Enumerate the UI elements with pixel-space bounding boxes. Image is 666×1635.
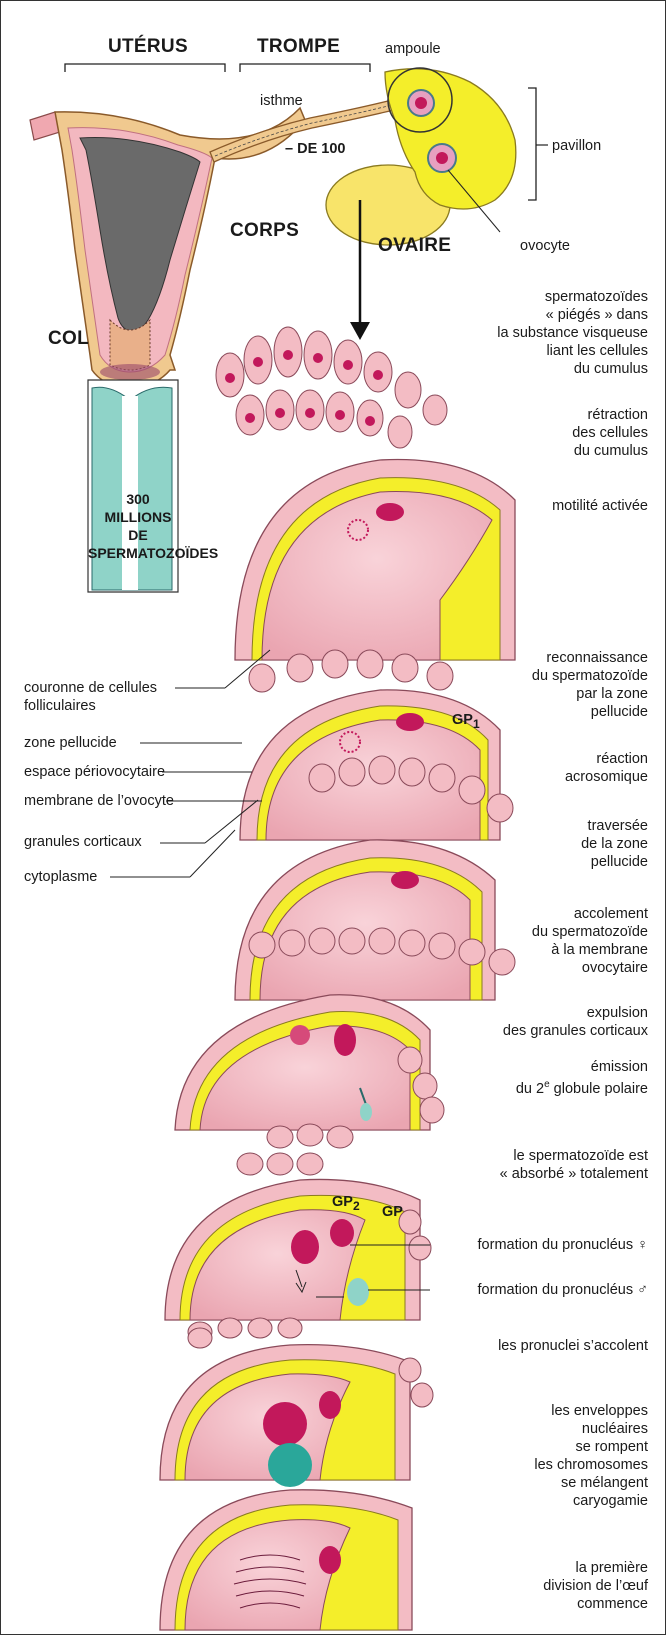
fertilization-diagram: UTÉRUS TROMPE ampoule isthme – DE 100 pa… xyxy=(0,0,666,1635)
page-frame xyxy=(0,0,666,1635)
